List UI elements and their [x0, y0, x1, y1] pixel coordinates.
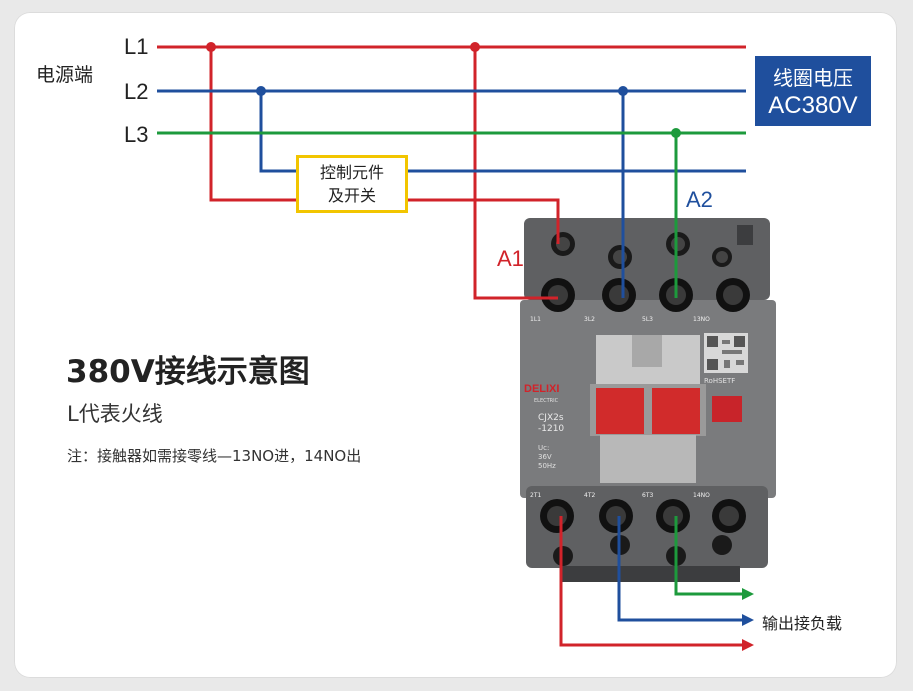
power-side-label: 电源端 — [36, 64, 94, 86]
model-text: CJX2s — [538, 413, 564, 423]
coil-voltage-title: 线圈电压 — [773, 66, 853, 90]
arrow-green — [742, 588, 754, 600]
control-box-line2: 及开关 — [327, 186, 376, 205]
control-box-line1: 控制元件 — [319, 163, 384, 182]
rating-text: Uc: — [538, 444, 549, 452]
wire-6t3-out — [674, 516, 742, 596]
red-actuator-left — [596, 388, 644, 434]
rating-text: 36V — [538, 453, 552, 461]
red-actuator-right — [652, 388, 700, 434]
terminal-label: 6T3 — [642, 492, 653, 499]
wire-l1-to-1l1 — [473, 47, 558, 300]
indicator-window — [712, 396, 742, 422]
diagram-note: 注：接触器如需接零线—13NO进，14NO出 — [67, 447, 362, 465]
terminal-label: 14NO — [693, 492, 710, 499]
wire-2t1-out — [559, 516, 742, 647]
contactor-top-block — [524, 218, 770, 300]
contactor-bottom-rail — [560, 566, 740, 582]
control-element-box: 控制元件 及开关 — [296, 155, 408, 213]
bottom-terminals: 2T1 4T2 6T3 14NO — [530, 492, 746, 566]
wire-control-to-a1 — [408, 198, 560, 244]
arrow-red — [742, 639, 754, 651]
wires — [157, 45, 754, 651]
terminal-label: 13NO — [693, 316, 710, 323]
terminal-label: 3L2 — [584, 316, 595, 323]
arrow-blue — [742, 614, 754, 626]
terminal-label: 1L1 — [530, 316, 541, 323]
line-label-l1: L1 — [124, 34, 149, 59]
junction-dots — [206, 42, 681, 138]
coil-voltage-box: 线圈电压 AC380V — [755, 56, 871, 126]
brand-logo: DELIXI — [524, 383, 559, 395]
wire-l1-to-control — [209, 47, 296, 202]
output-load-label: 输出接负载 — [762, 614, 843, 633]
rohs-text: RoHSETF — [704, 377, 735, 385]
line-label-l3: L3 — [124, 122, 149, 147]
model-text: -1210 — [538, 424, 564, 434]
qr-code — [704, 333, 748, 373]
terminal-label: 2T1 — [530, 492, 541, 499]
line-label-l2: L2 — [124, 79, 149, 104]
coil-voltage-value: AC380V — [768, 92, 858, 119]
diagram-title: 380V接线示意图 — [66, 354, 310, 390]
coil-terminal-a1: A1 — [497, 246, 524, 271]
brand-subtext: ELECTRIC — [534, 398, 559, 404]
terminal-label: 5L3 — [642, 316, 653, 323]
diagram-subtitle: L代表火线 — [67, 402, 163, 426]
terminal-label: 4T2 — [584, 492, 595, 499]
wire-4t2-out — [617, 516, 742, 622]
contactor-bottom-block — [526, 486, 768, 568]
rating-text: 50Hz — [538, 462, 556, 470]
coil-terminal-a2: A2 — [686, 187, 713, 212]
contactor: 1L1 3L2 5L3 13NO DELIXI ELECTRIC CJX2s -… — [520, 218, 776, 582]
contactor-top-clip — [737, 225, 753, 245]
wire-l2-to-control — [259, 91, 296, 173]
